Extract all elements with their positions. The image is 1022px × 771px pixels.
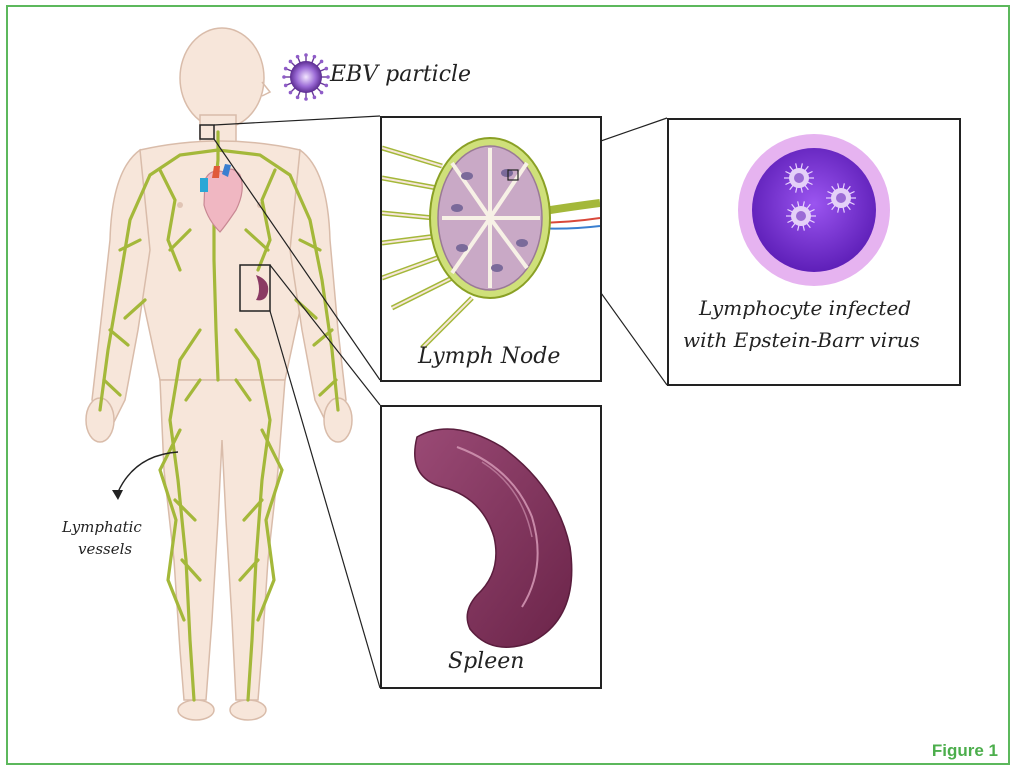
lymphatic-vessels-label-line1: Lymphatic [62,518,142,536]
spleen-panel: Spleen [380,405,602,689]
lymph-node-illustration [382,118,600,380]
lymphatic-vessels-label-line2: vessels [78,540,132,558]
lymph-node-label: Lymph Node [418,344,560,369]
ebv-particle-icon [282,53,330,101]
lymphocyte-panel: Lymphocyte infected with Epstein-Barr vi… [667,118,961,386]
ebv-particle-label: EBV particle [330,62,471,87]
spleen-label: Spleen [448,649,524,674]
spleen-illustration [382,407,600,687]
figure-label: Figure 1 [932,741,998,761]
lymphocyte-label-line1: Lymphocyte infected [699,296,911,320]
lymphocyte-label-line2: with Epstein-Barr virus [683,328,920,352]
lymph-node-panel: Lymph Node [380,116,602,382]
